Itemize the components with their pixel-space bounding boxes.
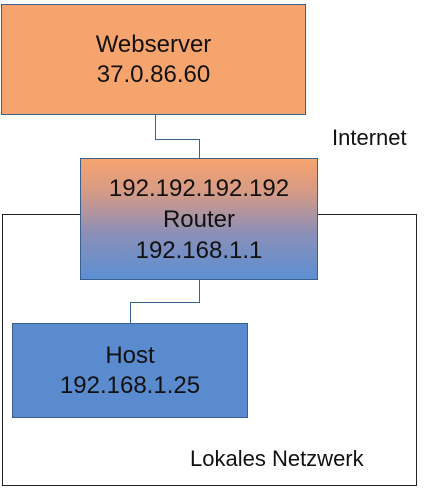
router-private-ip: 192.168.1.1 [135, 236, 263, 264]
connector-webserver-router-segment-1 [155, 115, 156, 139]
connector-webserver-router-segment-2 [155, 139, 200, 140]
host-ip: 192.168.1.25 [59, 371, 201, 399]
connector-router-host-segment-3 [130, 302, 131, 323]
connector-router-host-segment-1 [199, 280, 200, 302]
host-node: Host 192.168.1.25 [12, 323, 248, 418]
internet-zone-label: Internet [332, 125, 407, 150]
webserver-name: Webserver [95, 30, 212, 58]
connector-router-host-segment-2 [130, 302, 200, 303]
router-node: 192.192.192.192 Router 192.168.1.1 [80, 158, 318, 280]
webserver-node: Webserver 37.0.86.60 [1, 4, 306, 115]
connector-webserver-router-segment-3 [199, 139, 200, 158]
router-name: Router [162, 205, 236, 233]
webserver-ip: 37.0.86.60 [96, 60, 211, 88]
host-name: Host [105, 341, 155, 369]
router-public-ip: 192.192.192.192 [108, 174, 290, 202]
lan-zone-label: Lokales Netzwerk [190, 446, 364, 471]
